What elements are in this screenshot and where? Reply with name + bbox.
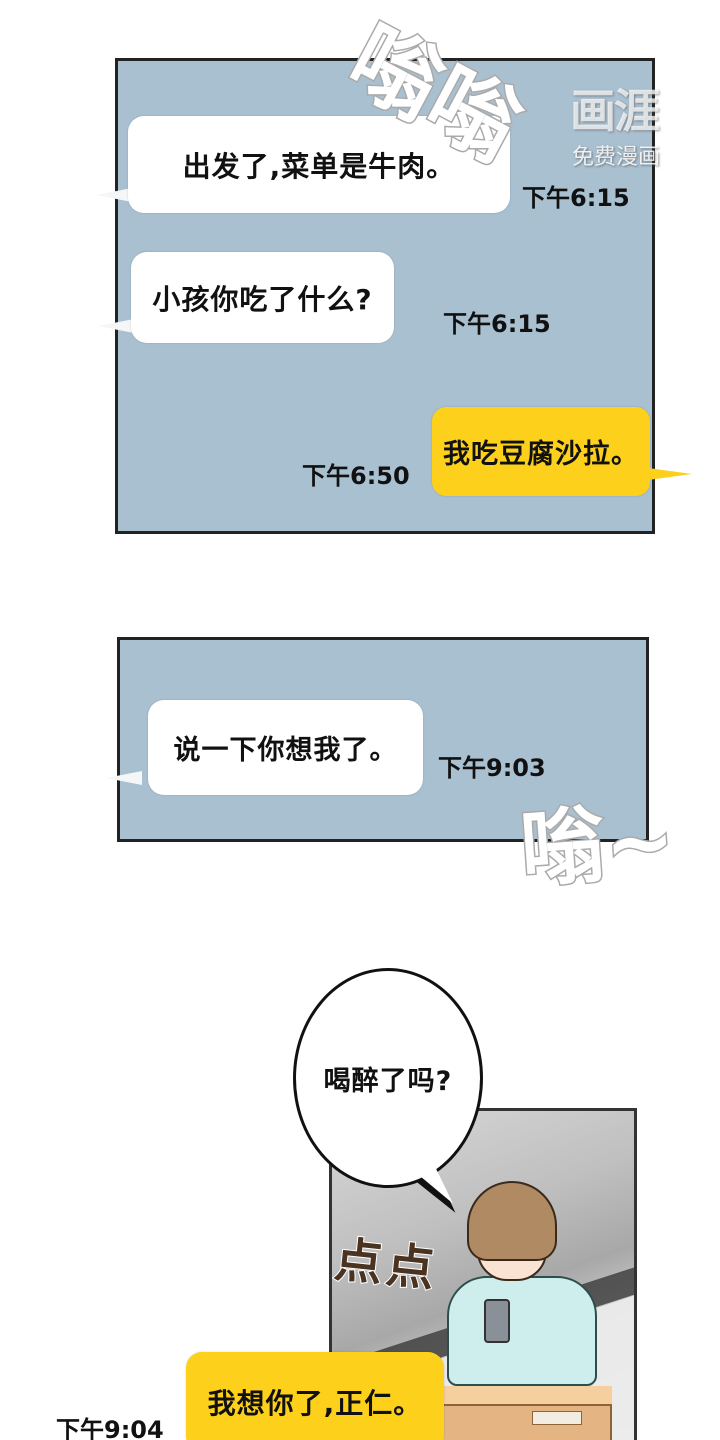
watermark-subtitle: 免费漫画 xyxy=(572,145,661,170)
message-text: 我吃豆腐沙拉。 xyxy=(443,439,639,470)
box-label xyxy=(532,1411,582,1425)
sound-effect-tap: 点点 xyxy=(331,1231,442,1300)
message-time: 下午9:03 xyxy=(438,754,546,782)
message-time: 下午6:15 xyxy=(522,184,630,212)
character-hair xyxy=(467,1181,557,1261)
bubble-tail xyxy=(106,771,142,785)
message-text: 我想你了,正仁。 xyxy=(207,1387,423,1420)
message-text: 说一下你想我了。 xyxy=(173,735,398,766)
phone-icon xyxy=(484,1299,510,1343)
message-text: 出发了,菜单是牛肉。 xyxy=(182,149,456,183)
watermark-logo: 画涯 xyxy=(570,84,660,138)
chat-bubble-received: 出发了,菜单是牛肉。 xyxy=(128,116,510,213)
watermark: 画涯 免费漫画 xyxy=(560,75,710,175)
speech-text: 喝醉了吗? xyxy=(323,1065,453,1097)
bubble-tail xyxy=(98,319,134,333)
message-time: 下午6:15 xyxy=(443,310,551,338)
chat-bubble-sent: 我吃豆腐沙拉。 xyxy=(432,407,650,496)
speech-balloon: 喝醉了吗? xyxy=(293,968,483,1188)
chat-bubble-sent: 我想你了,正仁。 xyxy=(186,1352,444,1440)
bubble-tail xyxy=(648,468,692,480)
message-time: 下午6:50 xyxy=(302,462,410,490)
chat-bubble-received: 小孩你吃了什么? xyxy=(131,252,394,343)
message-time: 下午9:04 xyxy=(56,1416,164,1440)
chat-bubble-received: 说一下你想我了。 xyxy=(148,700,423,795)
character-shirt xyxy=(447,1276,597,1386)
bubble-tail xyxy=(96,188,132,202)
message-text: 小孩你吃了什么? xyxy=(152,282,373,316)
sound-effect-buzz: 嗡~ xyxy=(516,789,680,901)
character-illustration xyxy=(442,1181,622,1421)
